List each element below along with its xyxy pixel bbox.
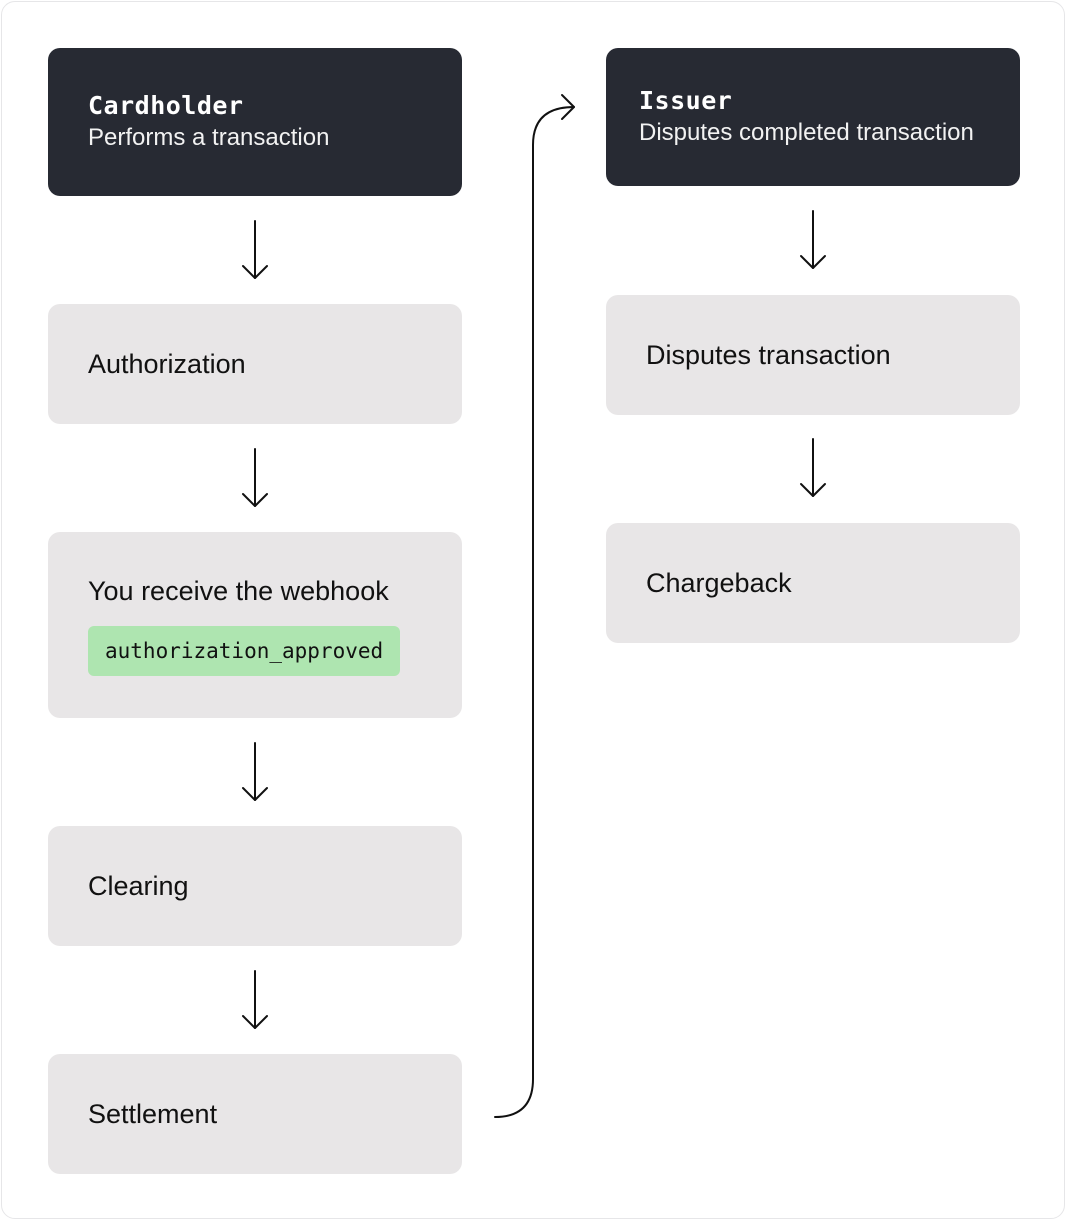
clearing-node: Clearing: [48, 826, 462, 946]
cardholder-title: Cardholder: [88, 91, 244, 120]
cardholder-node: Cardholder Performs a transaction: [48, 48, 462, 196]
authorization-label: Authorization: [88, 349, 246, 379]
settlement-node: Settlement: [48, 1054, 462, 1174]
webhook-label: You receive the webhook: [88, 576, 389, 606]
disputes-label: Disputes transaction: [646, 340, 891, 370]
chargeback-node: Chargeback: [606, 523, 1020, 643]
issuer-title: Issuer: [639, 86, 733, 115]
issuer-subtitle: Disputes completed transaction: [639, 119, 974, 146]
issuer-node: Issuer Disputes completed transaction: [606, 48, 1020, 186]
authorization-node: Authorization: [48, 304, 462, 424]
clearing-label: Clearing: [88, 871, 189, 901]
settlement-label: Settlement: [88, 1099, 218, 1129]
webhook-node: You receive the webhook authorization_ap…: [48, 532, 462, 718]
disputes-node: Disputes transaction: [606, 295, 1020, 415]
webhook-event-badge: authorization_approved: [88, 626, 401, 676]
cardholder-subtitle: Performs a transaction: [88, 124, 330, 151]
chargeback-label: Chargeback: [646, 568, 792, 598]
